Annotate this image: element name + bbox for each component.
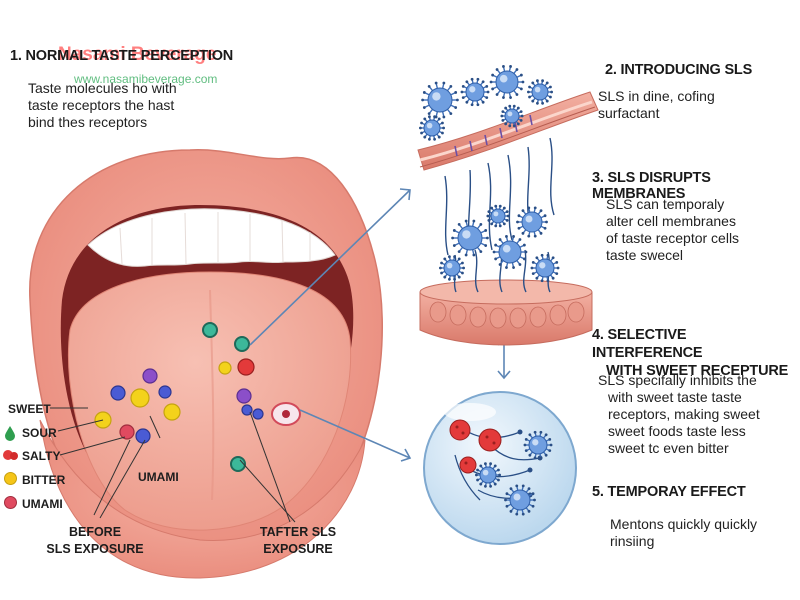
step1-line: Taste molecules ho with [28,80,177,96]
sls-micelle [516,206,548,238]
step5-heading: 5. TEMPORAY EFFECT [592,484,746,500]
step1-heading: 1. NORMAL TASTE PERCEPTION [10,48,234,64]
sls-micelle [489,65,525,99]
caption-after-line: EXPOSURE [263,542,333,556]
legend-sweet: SWEET [8,402,51,416]
step3-body: SLS can temporaly alter cell membranes o… [606,196,739,264]
membrane-lower [419,244,593,346]
step1-line: bind thes receptors [28,114,148,130]
receptor-bubble [423,391,577,545]
step1-line: taste receptors the hast [28,97,175,113]
sls-micelle [475,462,501,488]
legend-sour: SOUR [22,426,57,440]
lower-lip [39,419,366,579]
step4-heading-line: WITH SWEET RECEPTURE [606,363,789,379]
legend-leaders [50,407,296,523]
sls-micelle [421,81,459,119]
caption-before-line: SLS EXPOSURE [46,542,144,556]
sls-micelle [492,235,528,269]
sls-micelle [500,104,524,128]
sls-micelle [451,219,489,257]
step2-line: SLS in dine, cofing [598,88,715,104]
step1-body: Taste molecules ho with taste receptors … [28,80,177,131]
sls-micelle [460,77,490,107]
watermark-brand: Nasami Beverage [58,44,217,65]
step4-line: sweet foods taste less [608,423,746,439]
step3-line: SLS can temporaly [606,196,725,212]
step3-line: of taste receptor cells [606,230,740,246]
step4-line: SLS specifally inhibits the [598,372,757,388]
step5-line: rinsiing [610,533,655,549]
sls-micelle [439,255,465,281]
sls-micelle [419,115,445,141]
step4-line: with sweet taste taste [608,389,742,405]
molecules-after [202,322,301,472]
step5-body: Mentons quickly quickly rinsiing [610,516,757,550]
sls-micelle [527,79,553,105]
step4-line: receptors, making sweet [608,406,760,422]
caption-before-line: BEFORE [68,525,122,539]
legend-salty: SALTY [22,449,61,463]
salt-icon [3,448,19,467]
mouth [29,149,383,579]
step3-line: taste swecel [606,247,684,263]
circle-icon [4,472,17,490]
molecules-before [94,368,181,444]
step4-heading: 4. SELECTIVE INTERFERENCE WITH SWEET REC… [592,326,800,380]
step3-line: alter cell membranes [606,213,736,229]
caption-after: TAFTER SLS EXPOSURE [238,524,358,558]
drop-icon [4,425,16,446]
step2-body: SLS in dine, cofing surfactant [598,88,715,122]
caption-before: BEFORE SLS EXPOSURE [20,524,170,558]
caption-after-line: TAFTER SLS [259,525,337,539]
watermark-url: www.nasamibeverage.com [74,72,218,86]
tongue [67,271,352,531]
step5-line: Mentons quickly quickly [610,516,758,532]
upper-teeth [87,208,336,267]
label-umami: UMAMI [138,470,179,484]
legend-umami: UMAMI [22,497,63,511]
sls-micelle [486,204,510,228]
sls-micelles [419,65,560,516]
sls-micelle [504,484,536,516]
step4-heading-line: 4. SELECTIVE INTERFERENCE [592,327,703,361]
step3-heading: 3. SLS DISRUPTS MEMBRANES [592,170,711,202]
step2-line: surfactant [598,105,660,121]
step4-body: SLS specifally inhibits the with sweet t… [598,372,760,457]
step4-line: sweet tc even bitter [608,440,729,456]
legend-bitter: BITTER [22,473,66,487]
sls-micelle [523,430,553,460]
circle-icon [4,496,17,514]
sls-micelle [530,253,560,283]
step2-heading: 2. INTRODUCING SLS [605,62,753,78]
